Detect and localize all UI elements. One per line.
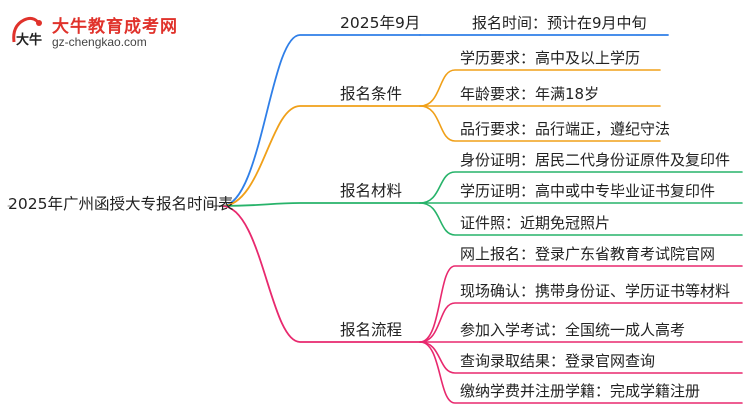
leaf-edge-process-1 — [419, 302, 743, 343]
leaf-edge-process-0 — [419, 265, 743, 343]
leaf-label-conditions-1: 年龄要求：年满18岁 — [460, 85, 600, 103]
branch-label-conditions: 报名条件 — [340, 85, 403, 103]
leaf-label-materials-2: 证件照：近期免冠照片 — [460, 214, 611, 232]
leaf-label-conditions-2: 品行要求：品行端正，遵纪守法 — [460, 120, 671, 138]
branch-edge-conditions — [221, 105, 421, 207]
leaf-edge-materials-0 — [419, 171, 743, 204]
leaf-edge-conditions-0 — [419, 69, 661, 107]
branch-label-materials: 报名材料 — [340, 182, 403, 200]
branch-edge-process — [221, 205, 421, 343]
leaf-label-process-3: 查询录取结果：登录官网查询 — [460, 352, 656, 370]
brand-url: gz-chengkao.com — [52, 35, 147, 49]
leaf-edge-materials-2 — [419, 202, 743, 236]
site-logo: 大牛 大牛教育成考网 gz-chengkao.com — [8, 8, 218, 58]
leaf-label-process-1: 现场确认：携带身份证、学历证书等材料 — [460, 282, 731, 300]
leaf-edge-process-4 — [419, 341, 743, 404]
leaf-label-process-4: 缴纳学费并注册学籍：完成学籍注册 — [460, 382, 701, 400]
leaf-edge-process-3 — [419, 341, 743, 374]
branch-edge-time — [221, 34, 421, 207]
leaf-label-conditions-0: 学历要求：高中及以上学历 — [460, 49, 641, 67]
leaf-label-time-0: 报名时间：预计在9月中旬 — [472, 14, 647, 32]
leaf-label-materials-0: 身份证明：居民二代身份证原件及复印件 — [460, 151, 731, 169]
leaf-edge-conditions-2 — [419, 105, 661, 142]
branch-edge-materials — [221, 202, 421, 207]
root-node-label: 2025年广州函授大专报名时间表 — [8, 195, 234, 213]
logo-glyph: 大牛 — [16, 32, 42, 48]
branch-label-time: 2025年9月 — [340, 14, 421, 32]
leaf-label-materials-1: 学历证明：高中或中专毕业证书复印件 — [460, 182, 716, 200]
brand-name: 大牛教育成考网 — [52, 17, 178, 37]
logo-mark-icon: 大牛 — [12, 16, 42, 48]
leaf-label-process-0: 网上报名：登录广东省教育考试院官网 — [460, 245, 716, 263]
branch-label-process: 报名流程 — [340, 321, 403, 339]
leaf-label-process-2: 参加入学考试：全国统一成人高考 — [460, 321, 686, 339]
